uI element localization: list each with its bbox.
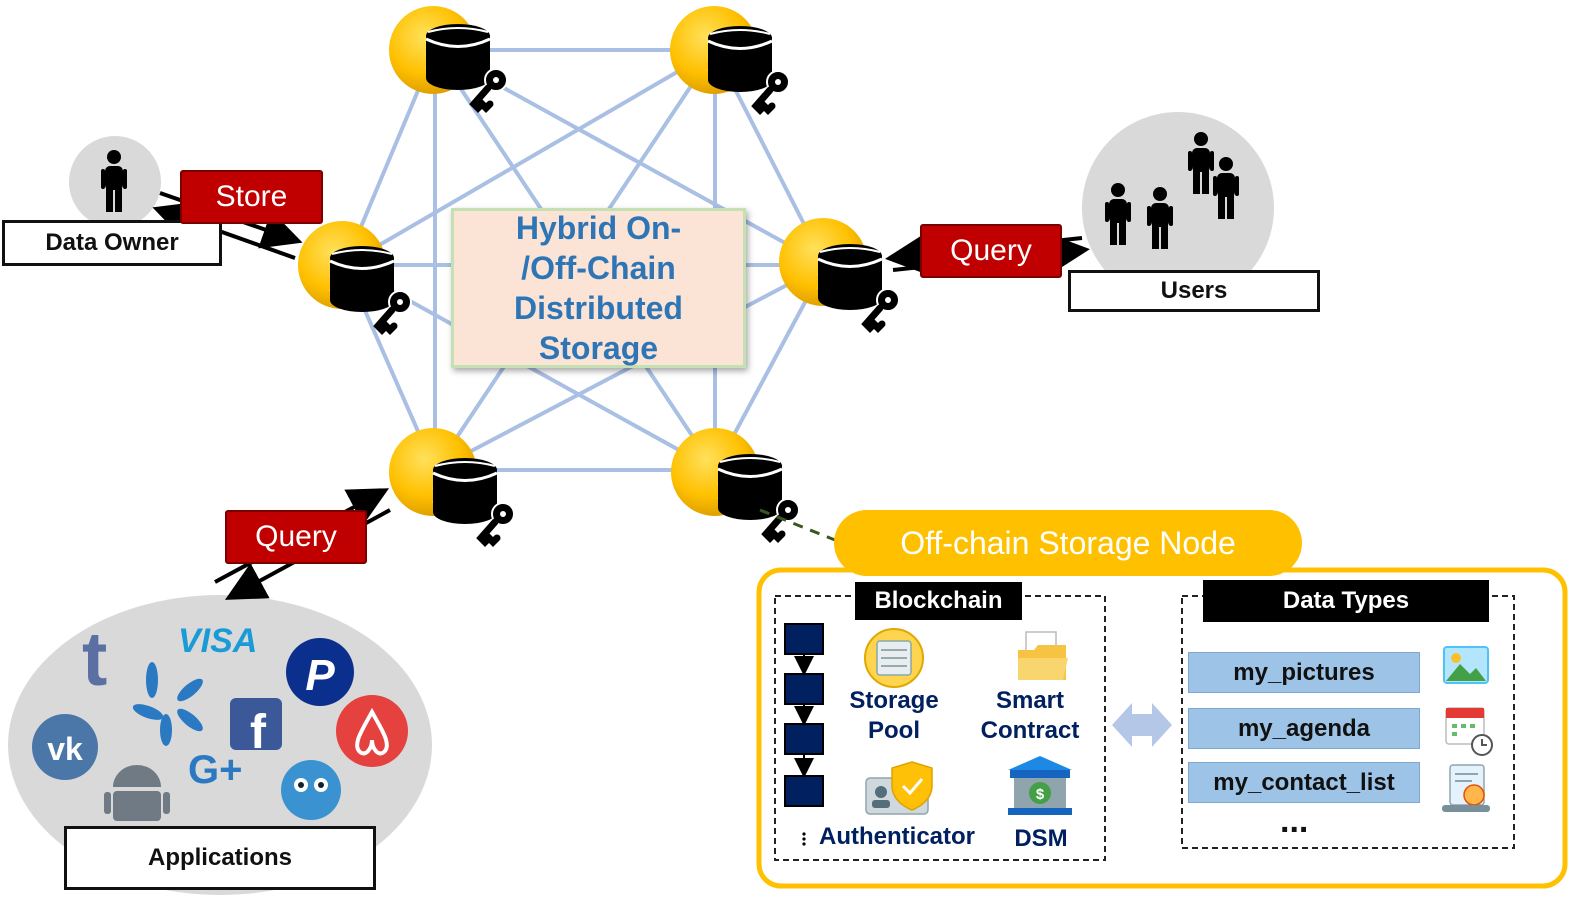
center-storage-box: Hybrid On- /Off-Chain Distributed Storag… <box>451 208 746 368</box>
smart-contract-folder-icon <box>1018 631 1068 680</box>
storage-node-5 <box>389 428 514 542</box>
offchain-node-title: Off-chain Storage Node <box>834 510 1302 576</box>
contact-list-icon <box>1442 764 1490 812</box>
data-type-item: my_agenda <box>1188 708 1420 749</box>
google-plus-logo: G+ <box>188 748 243 792</box>
smart-contract-label-line: Smart <box>995 687 1065 714</box>
calendar-icon <box>1445 707 1493 756</box>
block-chain-icon <box>784 623 824 846</box>
data-type-item: my_pictures <box>1188 652 1420 693</box>
smart-contract-label-line: Contract <box>980 717 1080 744</box>
storage-pool-label-line: Storage <box>849 687 939 714</box>
authenticator-icon <box>865 761 933 815</box>
dsm-bank-icon: $ <box>1008 756 1072 815</box>
offchain-connector <box>759 508 836 542</box>
storage-node-3 <box>298 221 411 330</box>
svg-text:vk: vk <box>47 731 83 767</box>
tumblr-logo: t <box>82 617 108 702</box>
android-icon <box>104 765 170 821</box>
data-type-item: my_contact_list <box>1188 762 1420 803</box>
dsm-label: DSM <box>1014 825 1068 852</box>
storage-node-6 <box>671 428 799 538</box>
data-types-ellipsis: ... <box>1280 802 1309 840</box>
applications-label: Applications <box>64 826 376 890</box>
svg-text:$: $ <box>1036 786 1045 803</box>
storage-pool-label: Storage Pool <box>840 686 948 746</box>
center-title-line: Hybrid On- <box>515 210 682 246</box>
picture-icon <box>1443 646 1489 684</box>
storage-pool-icon <box>864 628 924 688</box>
svg-text:f: f <box>250 706 267 759</box>
authenticator-label: Authenticator <box>819 823 975 850</box>
storage-node-1 <box>389 6 507 108</box>
apps-query-tag: Query <box>225 510 367 564</box>
hootsuite-icon <box>281 760 341 820</box>
airbnb-icon <box>336 695 408 767</box>
yelp-icon <box>132 662 203 746</box>
users-query-tag: Query <box>920 224 1062 278</box>
storage-pool-label-line: Pool <box>868 717 920 744</box>
paypal-icon: P <box>286 638 354 706</box>
storage-node-2 <box>670 6 789 110</box>
smart-contract-label: Smart Contract <box>972 686 1088 746</box>
users-label: Users <box>1068 270 1320 312</box>
svg-text:P: P <box>305 651 335 700</box>
visa-logo: VISA <box>178 622 258 660</box>
center-title-line: Distributed <box>514 290 683 326</box>
center-title-line: Storage <box>538 330 659 366</box>
blockchain-header: Blockchain <box>855 582 1022 620</box>
double-arrow-icon <box>1112 703 1172 747</box>
data-owner-label: Data Owner <box>2 220 222 266</box>
store-tag: Store <box>180 170 323 224</box>
center-title-line: /Off-Chain <box>521 250 676 286</box>
storage-node-4 <box>779 218 899 328</box>
data-types-header: Data Types <box>1203 580 1489 622</box>
facebook-icon: f <box>230 698 282 759</box>
vk-icon: vk <box>32 714 98 780</box>
